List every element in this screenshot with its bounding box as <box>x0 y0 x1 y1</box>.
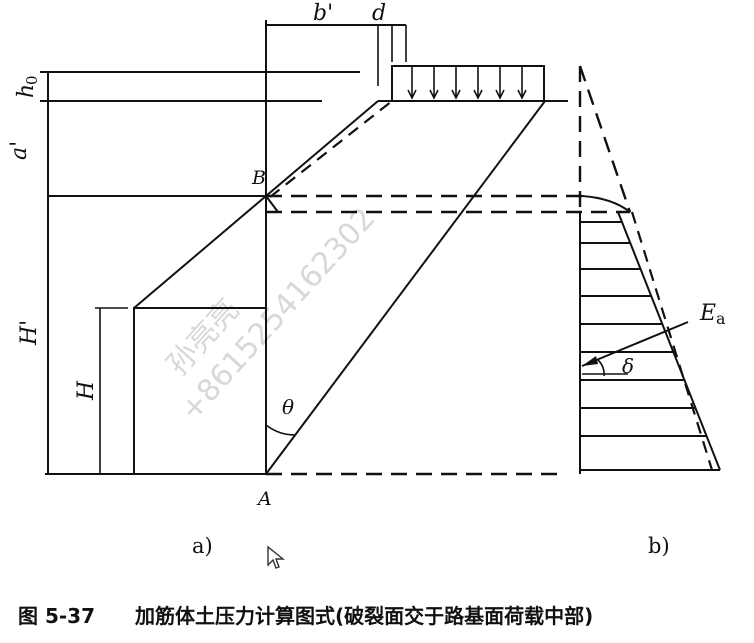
mouse-pointer-icon <box>267 545 285 569</box>
figure-caption: 图 5-37 加筋体土压力计算图式(破裂面交于路基面荷载中部) <box>18 600 593 629</box>
level-line-B-joint <box>265 195 279 213</box>
label-a-prime: a' <box>7 141 32 160</box>
label-Ea: E a <box>699 301 726 328</box>
label-H: H <box>74 380 99 401</box>
pressure-curve-top <box>581 195 631 213</box>
label-h0: h <box>14 84 39 98</box>
caption-number: 图 5-37 <box>18 604 96 628</box>
pressure-boundary-dashed <box>630 211 714 471</box>
label-delta: δ <box>622 354 634 378</box>
label-theta: θ <box>282 395 294 419</box>
pressure-boundary <box>617 211 721 471</box>
delta-arc <box>597 359 605 377</box>
caption-text: 加筋体土压力计算图式(破裂面交于路基面荷载中部) <box>134 604 594 628</box>
panel-b-pressure: E a δ b) <box>578 65 726 558</box>
slope-face <box>133 100 379 309</box>
label-d: d <box>372 1 386 26</box>
label-B: B <box>251 167 266 189</box>
Ea-arrowhead <box>582 356 598 366</box>
label-h0-sub: 0 <box>23 75 41 85</box>
traffic-load-block <box>391 65 545 102</box>
label-panel-b: b) <box>648 534 670 558</box>
Ea-arrow <box>581 321 689 367</box>
pressure-diagonal-upper-dashed <box>578 65 632 213</box>
panel-a-labels: b' d h 0 a' B H' H θ A a) <box>7 1 386 558</box>
failure-plane <box>265 100 546 475</box>
panel-a-geometry <box>40 20 630 476</box>
svg-text:a: a <box>716 309 726 328</box>
label-A: A <box>256 488 272 510</box>
load-arrows <box>407 67 527 100</box>
label-H-prime: H' <box>17 320 42 346</box>
pressure-hatching <box>580 221 706 437</box>
theta-arc <box>265 424 297 436</box>
label-b-prime: b' <box>313 1 333 26</box>
svg-text:E: E <box>699 301 716 326</box>
label-panel-a: a) <box>192 534 213 558</box>
slope-dashed <box>269 100 393 198</box>
